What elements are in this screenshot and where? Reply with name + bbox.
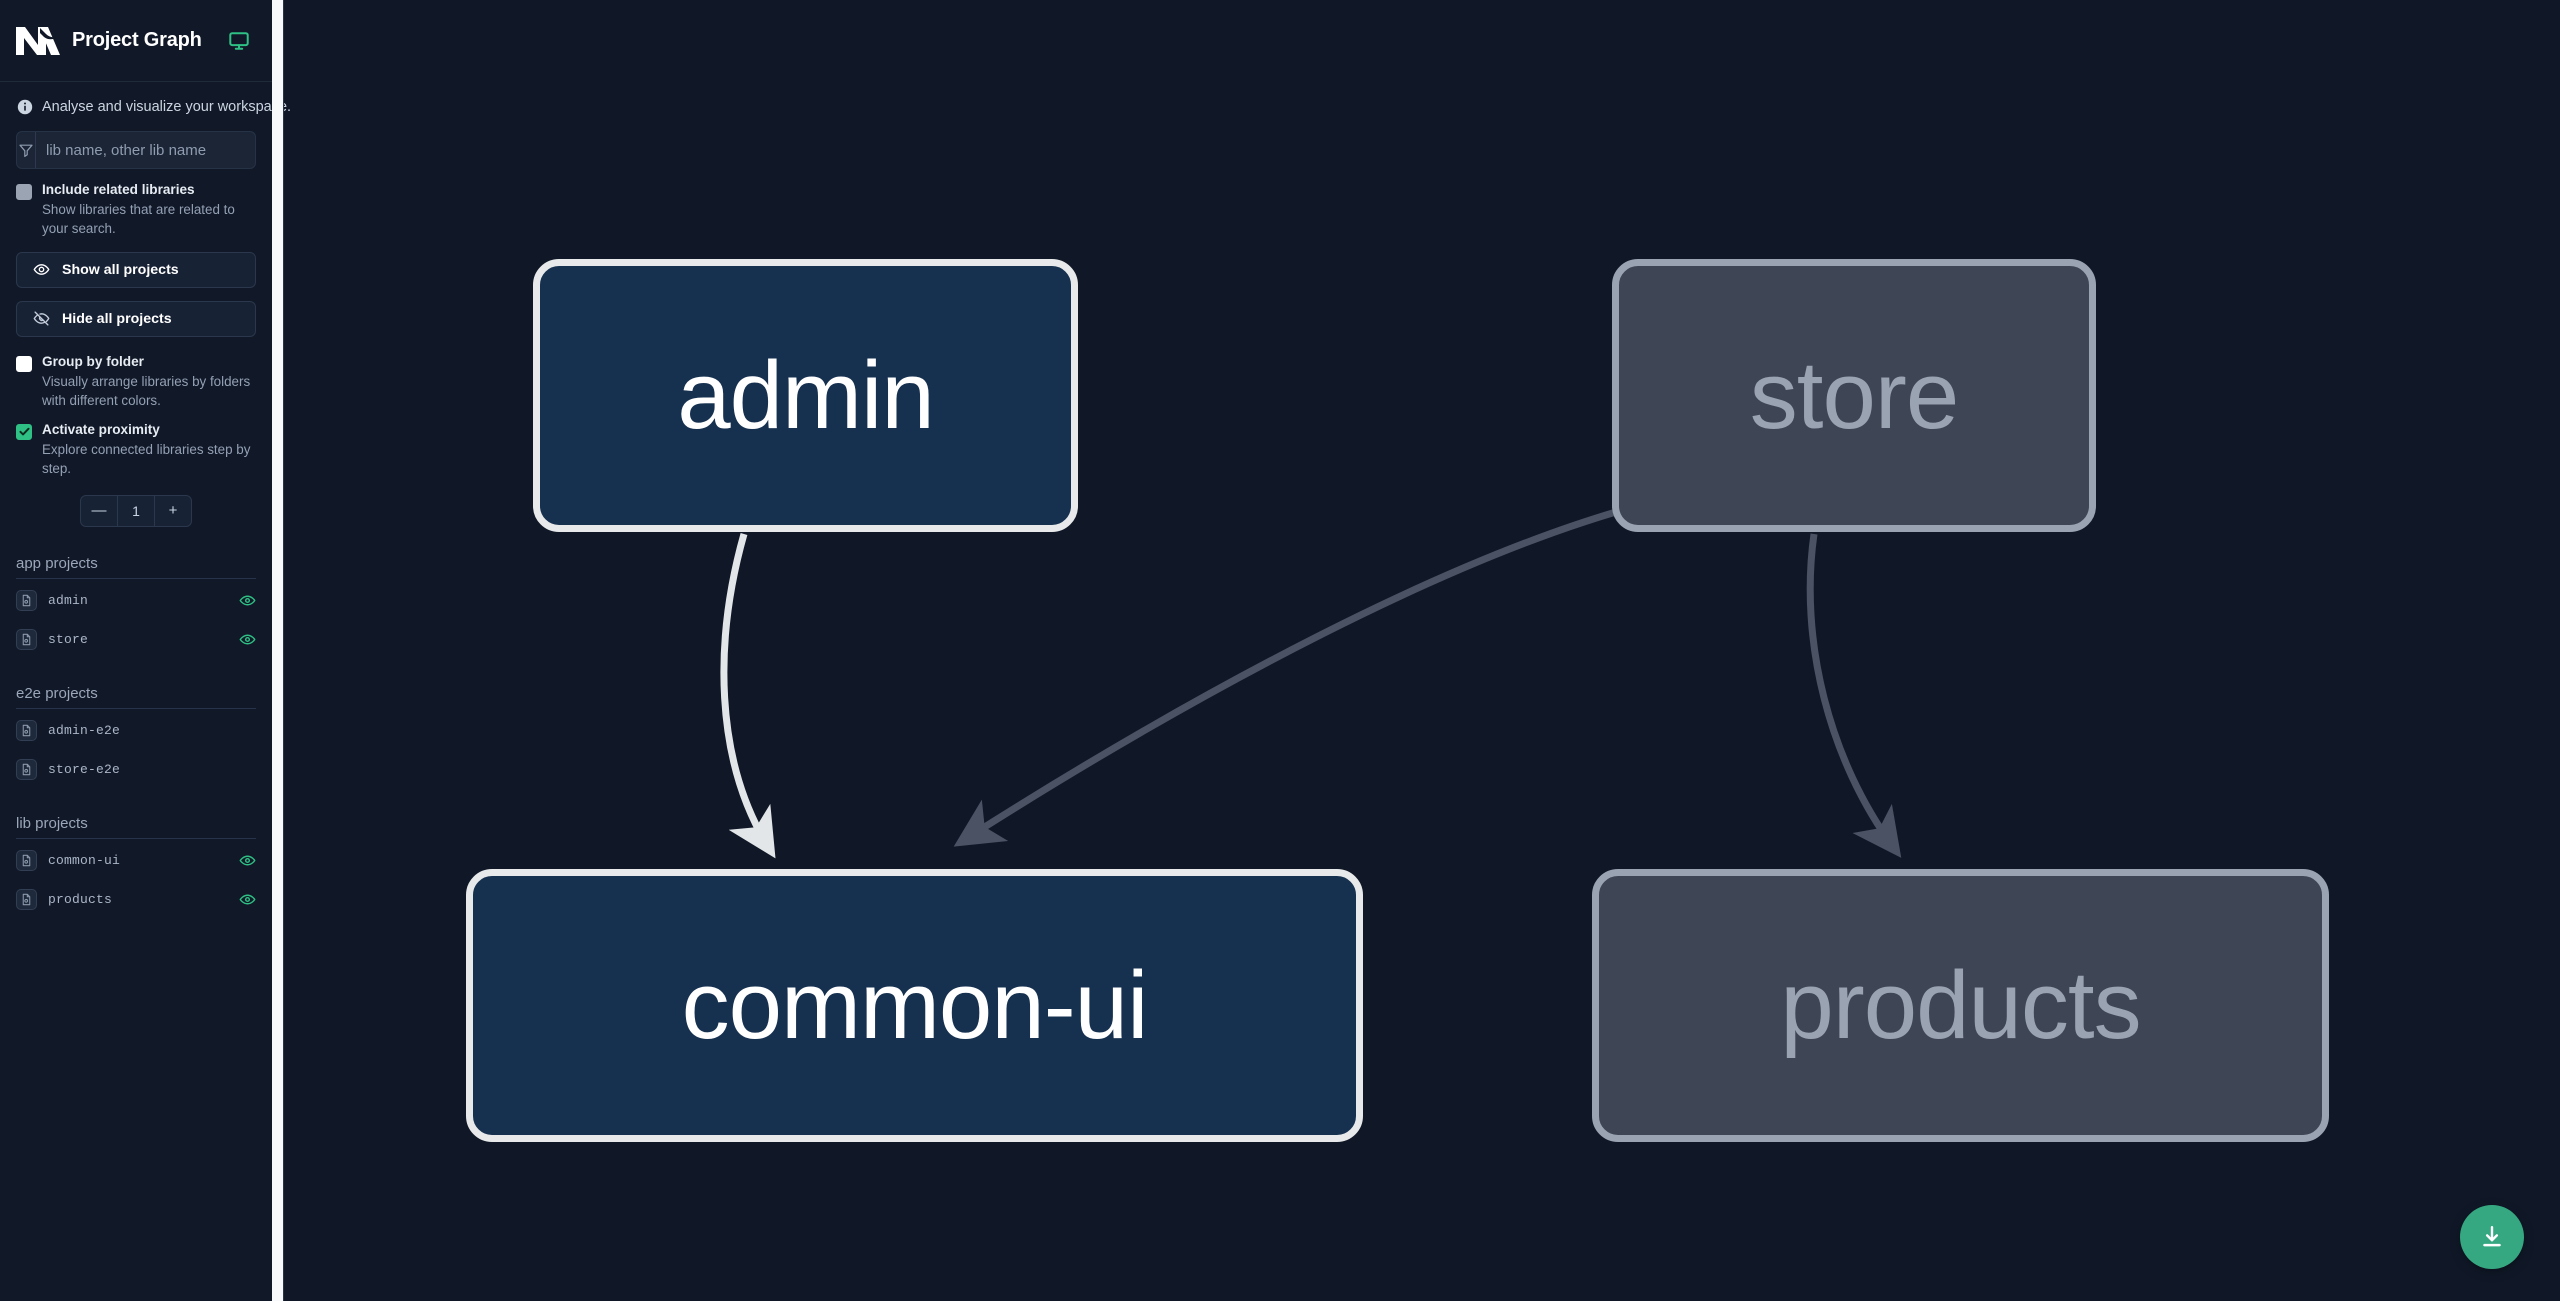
option-description: Visually arrange libraries by folders wi…: [42, 373, 251, 409]
option-description: Show libraries that are related to your …: [42, 201, 235, 237]
project-name: store: [48, 632, 89, 648]
project-visibility-eye-icon[interactable]: [239, 592, 256, 609]
monitor-icon[interactable]: [228, 30, 250, 52]
project-visibility-eye-icon[interactable]: [239, 631, 256, 648]
graph-canvas[interactable]: admin store common-ui products: [284, 0, 2560, 1301]
graph-node-common-ui[interactable]: common-ui: [466, 869, 1363, 1142]
project-row-admin[interactable]: admin: [16, 584, 256, 618]
project-file-icon: [16, 720, 37, 742]
filter-funnel-icon: [17, 132, 36, 168]
graph-node-admin[interactable]: admin: [533, 259, 1078, 532]
project-row-common-ui[interactable]: common-ui: [16, 844, 256, 878]
search-field[interactable]: [16, 131, 256, 169]
option-include-related-libraries[interactable]: Include related libraries Show libraries…: [16, 182, 256, 239]
node-label: products: [1780, 951, 2141, 1059]
node-label: admin: [677, 341, 934, 449]
project-visibility-eye-icon[interactable]: [239, 852, 256, 869]
download-icon: [2479, 1224, 2505, 1250]
page-title: Project Graph: [72, 29, 202, 51]
proximity-value: 1: [117, 495, 155, 526]
project-group-app: app projects admin: [16, 555, 256, 657]
eye-off-icon: [33, 310, 50, 327]
proximity-stepper[interactable]: — 1 +: [80, 494, 192, 527]
proximity-increment-button[interactable]: +: [168, 502, 178, 520]
graph-node-products[interactable]: products: [1592, 869, 2329, 1142]
sidebar: Project Graph Analyse and visualize your…: [0, 0, 291, 1301]
group-title: e2e projects: [16, 685, 256, 709]
checkbox-group-by-folder[interactable]: [16, 355, 32, 372]
option-group-by-folder[interactable]: Group by folder Visually arrange librari…: [16, 354, 256, 411]
tagline: Analyse and visualize your workspace.: [0, 82, 291, 115]
option-description: Explore connected libraries step by step…: [42, 441, 251, 477]
project-row-store[interactable]: store: [16, 623, 256, 657]
project-group-lib: lib projects common-ui: [16, 815, 256, 917]
project-group-e2e: e2e projects admin-e2e st: [16, 685, 256, 787]
project-file-icon: [16, 889, 37, 911]
download-graph-button[interactable]: [2460, 1205, 2524, 1269]
project-row-store-e2e[interactable]: store-e2e: [16, 753, 256, 787]
option-label: Activate proximity: [42, 421, 160, 437]
edge-admin-to-common-ui: [720, 533, 776, 859]
group-title: lib projects: [16, 815, 256, 839]
option-label: Include related libraries: [42, 182, 195, 197]
tagline-text: Analyse and visualize your workspace.: [42, 99, 292, 115]
project-file-icon: [16, 629, 37, 651]
project-file-icon: [16, 590, 37, 612]
project-file-icon: [16, 759, 37, 781]
edge-store-to-common-ui: [953, 494, 1670, 847]
project-file-icon: [16, 850, 37, 872]
project-visibility-eye-icon[interactable]: [239, 891, 256, 908]
checkbox-include-related-libraries[interactable]: [16, 184, 32, 200]
graph-edges: [720, 494, 1902, 859]
sidebar-resize-handle[interactable]: [272, 0, 284, 1301]
sidebar-body: Include related libraries Show libraries…: [0, 115, 272, 917]
group-title: app projects: [16, 555, 256, 579]
hide-all-projects-button[interactable]: Hide all projects: [16, 300, 256, 337]
project-name: common-ui: [48, 853, 121, 869]
hide-all-projects-label: Hide all projects: [62, 310, 172, 327]
project-name: admin-e2e: [48, 723, 121, 739]
sidebar-header: Project Graph: [0, 0, 272, 82]
proximity-decrement-button[interactable]: —: [91, 502, 107, 520]
search-input[interactable]: [36, 132, 255, 168]
option-label: Group by folder: [42, 353, 144, 369]
show-all-projects-label: Show all projects: [62, 261, 179, 278]
node-label: common-ui: [681, 951, 1149, 1059]
project-name: products: [48, 892, 113, 908]
checkbox-activate-proximity[interactable]: [16, 423, 32, 440]
project-row-admin-e2e[interactable]: admin-e2e: [16, 714, 256, 748]
eye-icon: [33, 261, 50, 278]
edge-store-to-products: [1806, 533, 1902, 858]
option-activate-proximity[interactable]: Activate proximity Explore connected lib…: [16, 422, 256, 479]
info-icon: [17, 99, 33, 115]
graph-node-store[interactable]: store: [1612, 259, 2096, 532]
nx-logo-icon: [14, 21, 60, 61]
show-all-projects-button[interactable]: Show all projects: [16, 251, 256, 288]
project-name: admin: [48, 593, 89, 609]
check-mark-icon: [18, 425, 31, 438]
project-name: store-e2e: [48, 762, 121, 778]
node-label: store: [1749, 341, 1959, 449]
project-row-products[interactable]: products: [16, 883, 256, 917]
